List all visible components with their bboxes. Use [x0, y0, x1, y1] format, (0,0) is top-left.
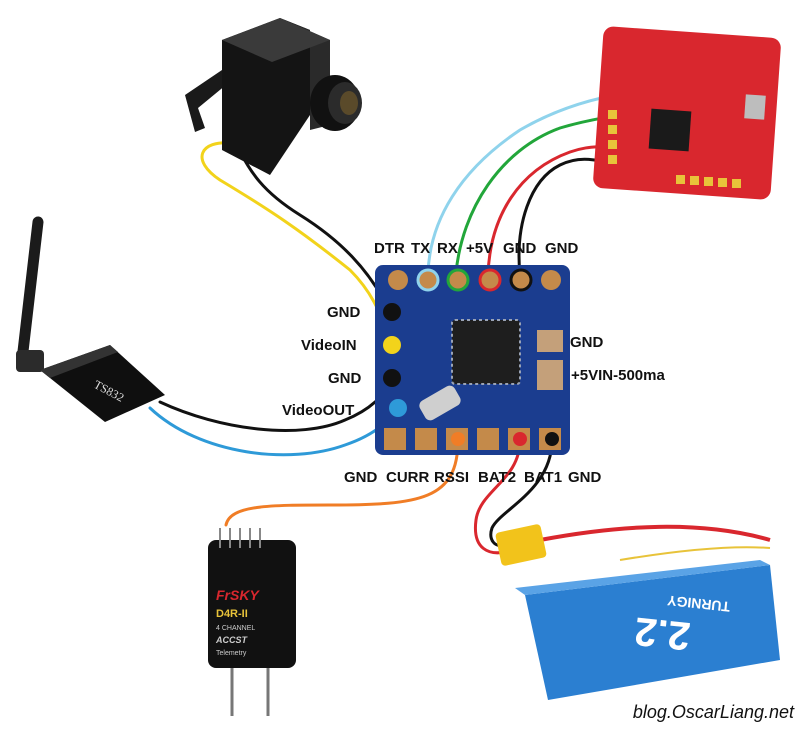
osd-capacitor	[537, 330, 563, 352]
rx-body	[208, 540, 296, 668]
fc-pin-row	[608, 110, 741, 188]
osd-bottom-header	[384, 428, 561, 450]
wire-bat-gnd	[489, 438, 554, 548]
battery-balance-lead	[619, 546, 771, 561]
rx-brand: FrSKY	[216, 587, 260, 603]
label-top-tx: TX	[411, 240, 431, 257]
label-top-gnd1: GND	[503, 240, 537, 257]
osd-crystal	[419, 385, 461, 421]
rc-receiver: FrSKY D4R-II 4 CHANNEL ACCST Telemetry	[208, 528, 296, 716]
wire-bat1	[473, 438, 522, 555]
osd-chip	[451, 319, 521, 385]
osd-top-header	[388, 268, 561, 292]
battery-capacity: 2.2	[632, 608, 692, 658]
label-right-5vin: +5VIN-500ma	[571, 367, 665, 384]
camera-body-top	[222, 18, 330, 62]
wire-rssi	[224, 438, 460, 527]
vtx-antenna	[16, 216, 44, 366]
flight-controller	[593, 26, 781, 200]
label-right-gnd: GND	[570, 334, 604, 351]
battery-leads	[539, 524, 771, 542]
camera-lens-glass	[340, 91, 358, 115]
battery-connector	[495, 524, 547, 566]
site-credit: blog.OscarLiang.net	[632, 702, 794, 722]
osd-left-header	[383, 303, 407, 417]
label-bottom-bat1: BAT1	[524, 469, 563, 486]
camera-bracket	[185, 70, 232, 132]
rx-channels: 4 CHANNEL	[216, 625, 255, 632]
label-top-dtr: DTR	[374, 240, 405, 257]
wire-vtx-gnd	[158, 378, 394, 432]
rx-pins	[219, 528, 261, 548]
label-top-rx: RX	[437, 240, 458, 257]
fc-chip	[648, 108, 692, 152]
label-left-videoout: VideoOUT	[282, 402, 355, 419]
osd-board	[375, 265, 570, 455]
label-top-gnd2: GND	[545, 240, 579, 257]
wire-camera-gnd	[236, 146, 392, 314]
osd-regulator	[537, 360, 563, 390]
video-transmitter: TS832	[16, 216, 165, 422]
fpv-camera	[185, 18, 362, 175]
label-left-gnd2: GND	[328, 370, 362, 387]
battery-body	[525, 565, 780, 700]
rx-tech: ACCST	[215, 635, 249, 645]
label-bottom-rssi: RSSI	[434, 469, 470, 486]
fc-usb	[744, 94, 766, 120]
label-bottom-gnd1: GND	[344, 469, 378, 486]
wire-camera-video	[200, 141, 394, 347]
label-bottom-bat2: BAT2	[478, 469, 517, 486]
battery-brand: TURNIGY	[666, 592, 731, 615]
battery-top	[515, 560, 770, 595]
lipo-battery: 2.2 TURNIGY	[495, 524, 780, 700]
label-bottom-gnd2: GND	[568, 469, 602, 486]
wires	[148, 87, 720, 555]
label-left-gnd1: GND	[327, 304, 361, 321]
rx-feature: Telemetry	[216, 650, 247, 657]
camera-body-side	[222, 18, 310, 175]
label-bottom-curr: CURR	[386, 469, 430, 486]
rx-model: D4R-II	[216, 608, 248, 620]
vtx-antenna-base	[16, 350, 44, 372]
vtx-body-top	[40, 345, 118, 378]
label-top-5v: +5V	[466, 240, 494, 257]
label-left-videoin: VideoIN	[301, 337, 357, 354]
